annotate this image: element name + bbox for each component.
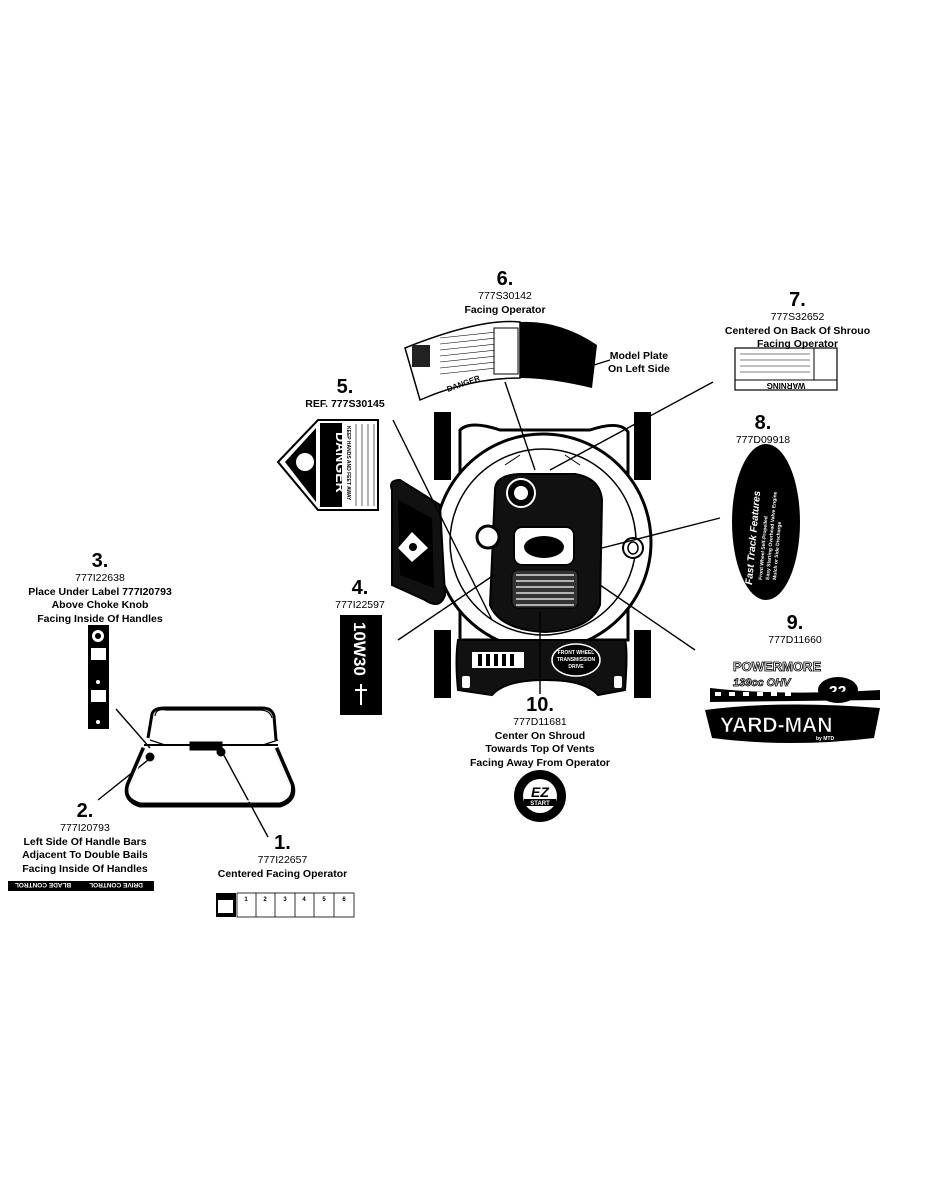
model-plate-line-1: Model Plate	[609, 350, 669, 362]
decal-6-danger-curved: DANGER	[404, 320, 611, 402]
svg-text:3: 3	[283, 897, 287, 903]
callout-10-desc-2: Towards Top Of Vents	[485, 743, 595, 755]
decal-2-blade: BLADE CONTROL	[15, 881, 71, 888]
callout-7-part: 777S32652	[770, 311, 825, 323]
decal-9-cc: 139cc OHV	[733, 677, 792, 689]
callout-6-part: 777S30142	[478, 290, 532, 302]
callout-7: 7. 777S32652 Centered On Back Of Shrouo …	[715, 289, 880, 352]
svg-text:6: 6	[342, 897, 346, 903]
model-plate-label: Model Plate On Left Side	[608, 350, 670, 376]
callout-10-desc-3: Facing Away From Operator	[469, 756, 611, 769]
callout-9-part: 777D11660	[768, 634, 822, 646]
decal-9-brand: YARD-MAN	[720, 714, 832, 737]
callout-10-number: 10.	[526, 694, 554, 716]
decal-8-fast-track: Fast Track Features Front Wheel Self-Pro…	[732, 444, 800, 600]
fwd-line-2: TRANSMISSION	[557, 657, 596, 663]
callout-2-desc-2: Adjacent To Double Bails	[22, 849, 148, 861]
decal-5-danger-word: DANGER	[333, 432, 349, 493]
callout-1-desc-1: Centered Facing Operator	[217, 867, 348, 880]
callout-8-part: 777D09918	[735, 434, 791, 446]
decal-4-oil-text: 10W30	[350, 622, 369, 676]
callout-2-desc-3: Facing Inside Of Handles	[22, 862, 148, 875]
callout-6-number: 6.	[496, 268, 514, 290]
callout-6: 6. 777S30142 Facing Operator	[445, 268, 565, 317]
callout-3-number: 3.	[91, 550, 109, 572]
ez-text: EZ	[531, 784, 549, 800]
decal-1-start-steps: 1 2 3 4 5 6	[216, 892, 355, 918]
callout-10-desc-1: Center On Shroud	[494, 729, 586, 742]
decal-2-drive: DRIVE CONTROL	[89, 881, 143, 888]
callout-2-part: 777I20793	[60, 822, 110, 834]
decal-9-powermore: POWERMORE	[733, 659, 821, 674]
callout-9: 9. 777D11660	[745, 612, 845, 648]
decal-8-item-3: Mulch or Side Discharge	[772, 521, 783, 580]
decal-8-item-1: Front Wheel Self-Propelled	[758, 516, 770, 580]
callout-7-number: 7.	[789, 289, 806, 311]
callout-3-desc-2: Above Choke Knob	[51, 599, 149, 611]
decal-7-warning-word: WARNING	[767, 381, 806, 390]
callout-4: 4. 777I22597	[320, 577, 400, 613]
wheel-front-left	[434, 630, 451, 698]
callout-2: 2. 777I20793 Left Side Of Handle Bars Ad…	[10, 800, 160, 876]
callout-10-part: 777D11681	[513, 716, 567, 728]
decal-3-choke	[88, 625, 109, 729]
decal-9-yardman: POWERMORE 139cc OHV 22 YARD-MAN by MTD	[705, 659, 880, 743]
model-plate-line-2: On Left Side	[608, 363, 670, 375]
decal-9-by: by MTD	[816, 736, 834, 742]
callout-5-number: 5.	[336, 376, 354, 398]
callout-10: 10. 777D11681 Center On Shroud Towards T…	[455, 694, 625, 770]
wheel-rear-right	[634, 412, 651, 480]
svg-text:2: 2	[263, 897, 267, 903]
callout-1-part: 777I22657	[257, 854, 308, 866]
callout-6-desc-1: Facing Operator	[464, 303, 546, 316]
svg-text:1: 1	[244, 897, 248, 903]
callout-4-number: 4.	[351, 577, 369, 599]
decal-2-controls: DRIVE CONTROL BLADE CONTROL	[8, 881, 154, 891]
callout-3-desc-1: Place Under Label 777I20793	[28, 585, 172, 598]
callout-8: 8. 777D09918	[718, 412, 808, 448]
handle-assembly	[124, 706, 296, 808]
fwd-line-1: FRONT WHEEL	[558, 650, 595, 656]
decal-7-warning: WARNING	[734, 347, 838, 391]
ez-start-text: START	[530, 801, 550, 807]
fwd-line-3: DRIVE	[568, 664, 584, 670]
callout-4-part: 777I22597	[335, 599, 385, 611]
wheel-front-right	[634, 630, 651, 698]
callout-3-part: 777I22638	[75, 572, 125, 584]
mower-deck: FRONT WHEEL TRANSMISSION DRIVE	[390, 412, 653, 698]
ez-start-logo: EZ START	[514, 770, 566, 822]
callout-5-part: REF. 777S30145	[305, 398, 385, 410]
callout-3: 3. 777I22638 Place Under Label 777I20793…	[20, 550, 180, 626]
decal-5-danger-hex: DANGER KEEP HANDS AND FEET AWAY	[276, 419, 379, 511]
callout-2-number: 2.	[76, 800, 94, 822]
callout-9-number: 9.	[786, 612, 804, 634]
decal-4-oil: 10W30	[340, 615, 382, 715]
svg-text:4: 4	[302, 897, 306, 903]
callout-1-number: 1.	[274, 832, 291, 854]
callout-7-desc-2: Facing Operator	[756, 338, 839, 350]
callout-1: 1. 777I22657 Centered Facing Operator	[200, 832, 365, 881]
callout-8-number: 8.	[754, 412, 772, 434]
callout-2-desc-1: Left Side Of Handle Bars	[23, 835, 147, 848]
callout-7-desc-1: Centered On Back Of Shrouo	[724, 324, 871, 337]
leader-lines	[97, 381, 721, 838]
callout-3-desc-3: Facing Inside Of Handles	[37, 612, 163, 625]
wheel-rear-left	[434, 412, 451, 480]
callout-5: 5. REF. 777S30145	[290, 376, 400, 412]
svg-text:5: 5	[322, 897, 326, 903]
decal-5-danger-sub: KEEP HANDS AND FEET AWAY	[345, 426, 351, 501]
